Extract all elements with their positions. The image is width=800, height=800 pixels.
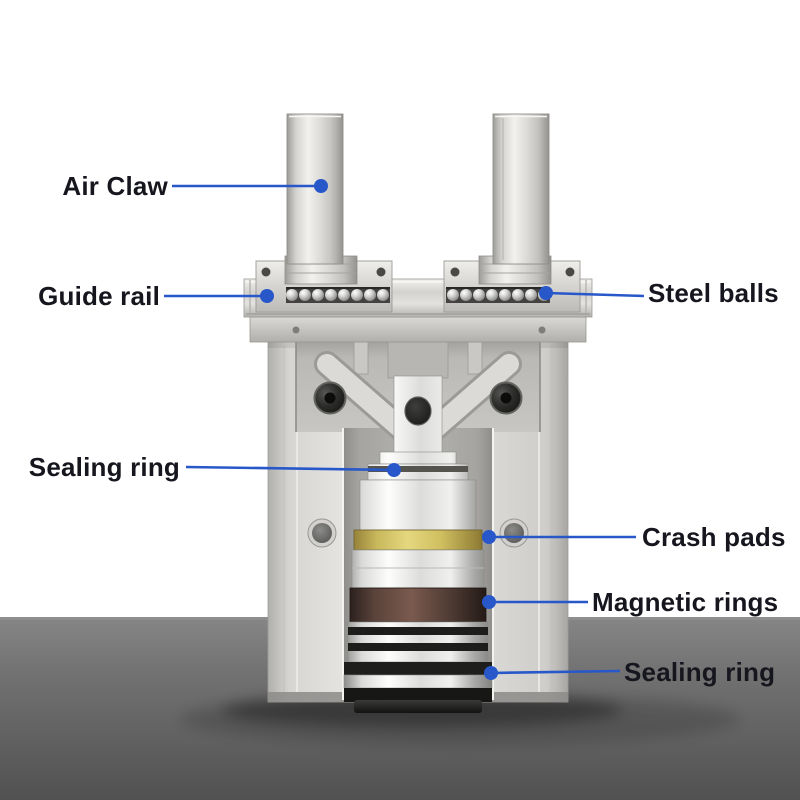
piston-top-cap [387, 341, 449, 379]
piston-bottom-flange [343, 674, 493, 689]
leader-dot-sealing-ring-bottom [484, 666, 498, 680]
carriage-bolt [565, 267, 575, 277]
rail-base-plate [249, 316, 587, 343]
rod-pin-hole [404, 396, 432, 426]
air-claw-right [478, 113, 552, 285]
leader-dot-magnetic-rings [482, 595, 496, 609]
label-magnetic-rings: Magnetic rings [592, 587, 779, 617]
leader-line-sealing-ring-top [185, 465, 395, 472]
carriage-bolt [261, 267, 271, 277]
carriage-bolt [376, 267, 386, 277]
label-air-claw: Air Claw [62, 171, 168, 201]
steel-balls-left [286, 289, 389, 301]
piston-assembly [343, 341, 493, 713]
label-crash-pads: Crash pads [642, 522, 786, 552]
o-ring-3 [344, 688, 492, 702]
leader-dot-sealing-ring-top [387, 463, 401, 477]
label-sealing-ring-bottom: Sealing ring [624, 657, 776, 687]
leader-line-sealing-ring-bottom [490, 669, 621, 675]
leader-dot-crash-pads [482, 530, 496, 544]
side-hole-right [499, 518, 529, 548]
label-sealing-ring-top: Sealing ring [28, 452, 180, 482]
leader-line-steel-balls [545, 291, 645, 298]
piston-collar [379, 451, 457, 465]
piston-barrel-upper [359, 479, 477, 531]
leader-dot-steel-balls [539, 286, 553, 300]
magnetic-ring [349, 587, 487, 623]
crash-pad-ring [353, 529, 483, 551]
leader-dots [260, 179, 553, 680]
o-ring-1 [348, 627, 488, 635]
side-hole-left [307, 518, 337, 548]
piston-barrel-lower [351, 549, 485, 589]
lever-bracket-right [467, 341, 483, 375]
leader-dot-guide-rail [260, 289, 274, 303]
o-ring-2 [348, 643, 488, 651]
lever-bracket-left [353, 341, 369, 375]
piston-bottom-cap [354, 700, 482, 713]
label-steel-balls: Steel balls [648, 278, 779, 308]
sealing-ring-upper [368, 466, 468, 472]
leader-dot-air-claw [314, 179, 328, 193]
label-guide-rail: Guide rail [38, 281, 160, 311]
carriage-bolt [450, 267, 460, 277]
sealing-ring-lower [344, 662, 492, 675]
leader-lines [164, 184, 645, 675]
